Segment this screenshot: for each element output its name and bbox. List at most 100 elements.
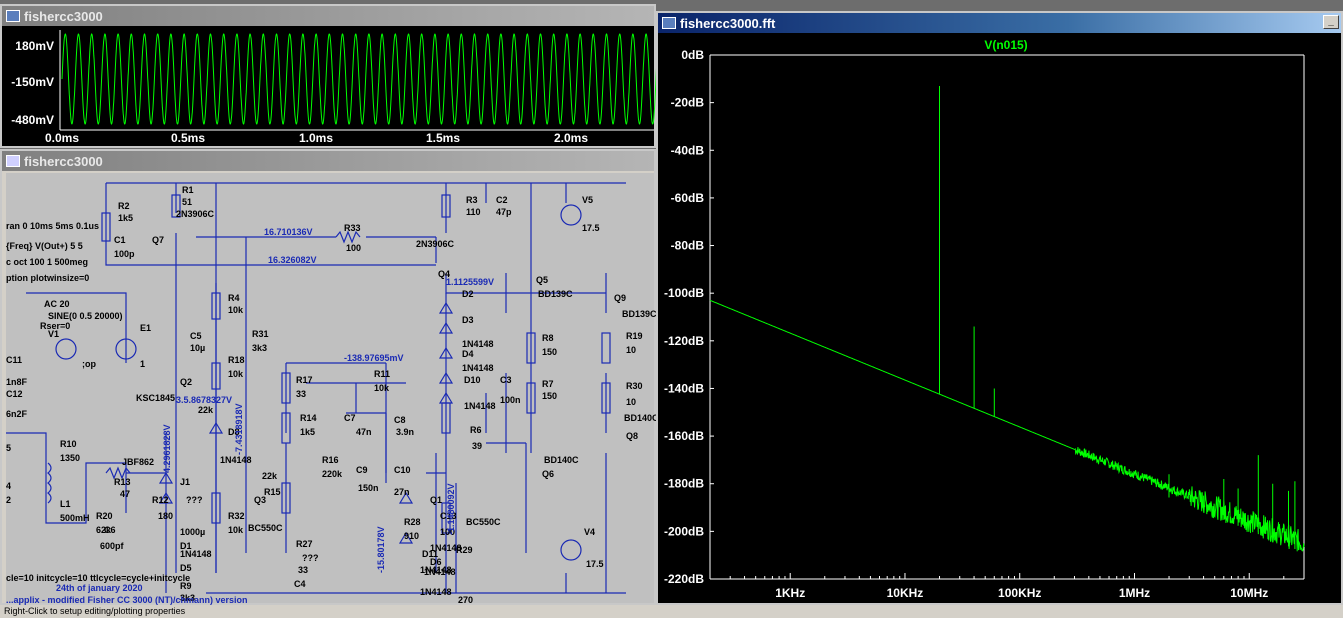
component-label: V4 bbox=[584, 527, 595, 537]
fft-trace bbox=[709, 86, 1305, 552]
component-label: Q9 bbox=[614, 293, 626, 303]
transient-waveform-chart: 180mV -150mV -480mV 0.0ms 0.5ms 1.0ms 1.… bbox=[11, 30, 675, 145]
component-label: 51 bbox=[182, 197, 192, 207]
component-label: 180 bbox=[158, 511, 173, 521]
component-label: C8 bbox=[394, 415, 406, 425]
component-label: ??? bbox=[302, 553, 319, 563]
y-tick-label: -40dB bbox=[671, 143, 705, 157]
component-label: Q2 bbox=[180, 377, 192, 387]
component-label: R15 bbox=[264, 487, 281, 497]
transient-plot-window[interactable]: fishercc3000 180mV -150mV -480mV 0.0ms 0… bbox=[0, 4, 675, 148]
trace-label: V(n015) bbox=[984, 38, 1027, 52]
date-note: 24th of january 2020 bbox=[56, 583, 143, 593]
component-label: 1N4148 bbox=[220, 455, 252, 465]
component-label: C2 bbox=[496, 195, 508, 205]
component-label: Q5 bbox=[536, 275, 548, 285]
component-label: 2N3906C bbox=[176, 209, 215, 219]
component-label: D1 bbox=[180, 541, 192, 551]
component-label: 10k bbox=[228, 305, 244, 315]
component-label: 600pf bbox=[100, 541, 125, 551]
x-tick-label: 0.5ms bbox=[171, 131, 205, 145]
component-label: R7 bbox=[542, 379, 554, 389]
component-label: R12 bbox=[152, 495, 169, 505]
fft-plot-window[interactable]: fishercc3000.fft _ V(n015) 0dB-20dB-40dB… bbox=[656, 11, 1343, 605]
component-label: D11 bbox=[422, 549, 438, 559]
y-tick-label: -140dB bbox=[664, 381, 704, 395]
component-label: R1 bbox=[182, 185, 194, 195]
component-label: 910 bbox=[404, 531, 419, 541]
component-label: C4 bbox=[294, 579, 306, 589]
component-label: R4 bbox=[228, 293, 240, 303]
component-label: C13 bbox=[440, 511, 457, 521]
component-label: R16 bbox=[322, 455, 339, 465]
y-tick-label: -480mV bbox=[11, 113, 54, 127]
component-label: 2 bbox=[6, 495, 11, 505]
y-tick-label: -100dB bbox=[664, 286, 704, 300]
component-label: R28 bbox=[404, 517, 421, 527]
component-label: R6 bbox=[470, 425, 482, 435]
node-voltage: 4.2961828V bbox=[162, 424, 172, 473]
fft-chart: V(n015) 0dB-20dB-40dB-60dB-80dB-100dB-12… bbox=[664, 38, 1305, 600]
component-label: 33 bbox=[296, 389, 306, 399]
transient-window-titlebar[interactable]: fishercc3000 bbox=[2, 6, 654, 26]
component-label: 150n bbox=[358, 483, 379, 493]
footer-note: ...applix - modified Fisher CC 3000 (NT)… bbox=[6, 595, 248, 605]
y-tick-label: -200dB bbox=[664, 524, 704, 538]
component-label: L1 bbox=[60, 499, 71, 509]
node-voltage: -1.1480092V bbox=[446, 483, 456, 535]
component-label: 3.9n bbox=[396, 427, 414, 437]
waveform-icon bbox=[662, 17, 676, 29]
component-label: D3 bbox=[462, 315, 474, 325]
node-voltage: -7.4318918V bbox=[234, 403, 244, 455]
component-label: 6n2F bbox=[6, 409, 28, 419]
component-label: C7 bbox=[344, 413, 356, 423]
spice-directives: ran 0 10ms 5ms 0.1us {Freq} V(Out+) 5 5 … bbox=[6, 221, 248, 605]
y-tick-label: -220dB bbox=[664, 572, 704, 586]
node-voltage-labels: 16.710136V 16.326082V 1.1125599V -138.97… bbox=[162, 227, 494, 573]
node-voltage: 3.5.8678327V bbox=[176, 395, 232, 405]
spice-directive: ption plotwinsize=0 bbox=[6, 273, 89, 283]
component-label: R3 bbox=[466, 195, 478, 205]
fft-window-title: fishercc3000.fft bbox=[680, 15, 776, 31]
x-tick-label: 10KHz bbox=[887, 586, 924, 600]
x-tick-label: 1KHz bbox=[775, 586, 805, 600]
component-label: 100p bbox=[114, 249, 135, 259]
component-label: R19 bbox=[626, 331, 643, 341]
component-label: Q6 bbox=[542, 469, 554, 479]
component-label: 1N4148 bbox=[180, 549, 212, 559]
component-label: D6 bbox=[430, 557, 442, 567]
y-tick-label: -180dB bbox=[664, 477, 704, 491]
component-label: 47n bbox=[356, 427, 372, 437]
component-label: 1N4148 bbox=[462, 339, 494, 349]
component-label: JBF862 bbox=[122, 457, 154, 467]
component-label: 4 bbox=[6, 481, 11, 491]
component-labels: R1512N3906CR21k5C1100pQ7R33100R3110C247p… bbox=[6, 185, 659, 605]
y-tick-label: -60dB bbox=[671, 191, 705, 205]
component-label: V1 bbox=[48, 329, 59, 339]
fft-plot-area[interactable]: V(n015) 0dB-20dB-40dB-60dB-80dB-100dB-12… bbox=[658, 33, 1341, 603]
component-label: R13 bbox=[114, 477, 131, 487]
schematic-window-titlebar[interactable]: fishercc3000 bbox=[2, 151, 654, 171]
component-label: D8 bbox=[228, 427, 240, 437]
component-label: 10µ bbox=[190, 343, 205, 353]
schematic-window[interactable]: fishercc3000 bbox=[0, 149, 659, 605]
fft-window-titlebar[interactable]: fishercc3000.fft _ bbox=[658, 13, 1341, 33]
component-label: Q7 bbox=[152, 235, 164, 245]
minimize-button[interactable]: _ bbox=[1323, 15, 1339, 29]
component-label: KSC1845 bbox=[136, 393, 175, 403]
schematic-icon bbox=[6, 155, 20, 167]
component-label: 150 bbox=[542, 347, 557, 357]
x-tick-label: 1.5ms bbox=[426, 131, 460, 145]
spice-directive: c oct 100 1 500meg bbox=[6, 257, 88, 267]
component-label: 33 bbox=[298, 565, 308, 575]
component-label: V5 bbox=[582, 195, 593, 205]
component-label: 5 bbox=[6, 443, 11, 453]
transient-plot-area[interactable]: 180mV -150mV -480mV 0.0ms 0.5ms 1.0ms 1.… bbox=[2, 26, 675, 146]
component-label: R30 bbox=[626, 381, 643, 391]
component-label: C12 bbox=[6, 389, 23, 399]
component-label: 220k bbox=[322, 469, 343, 479]
component-label: 1N4148 bbox=[420, 565, 452, 575]
node-voltage: 16.326082V bbox=[268, 255, 317, 265]
component-label: 22k bbox=[198, 405, 214, 415]
